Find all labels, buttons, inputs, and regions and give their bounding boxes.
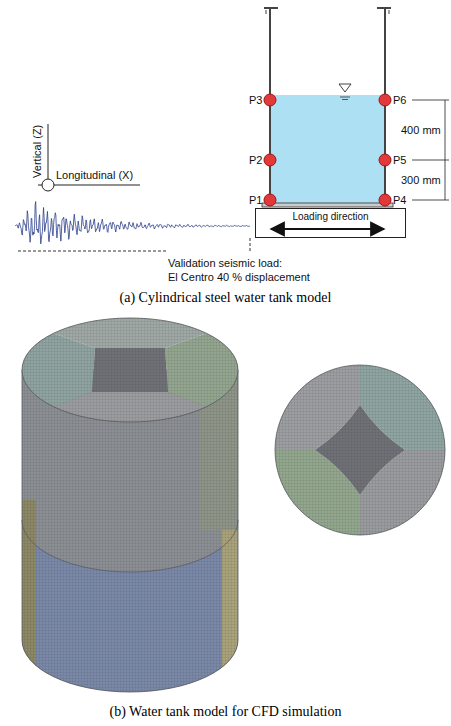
tank-wall <box>264 8 391 203</box>
axis-origin <box>42 179 54 191</box>
seismic-signal <box>15 202 250 244</box>
label: P6 <box>393 94 406 107</box>
top-view-mesh <box>275 365 445 535</box>
sensor <box>264 154 276 166</box>
water-level-symbol <box>342 99 348 100</box>
caption: (a) Cylindrical steel water tank model <box>120 290 332 306</box>
label: P4 <box>393 194 406 207</box>
label: P3 <box>249 94 262 107</box>
tank-rim <box>389 10 390 14</box>
dashed-line <box>18 251 168 252</box>
dimension-line <box>445 100 446 200</box>
top-face-mesh <box>22 318 238 422</box>
tank-rim <box>264 7 278 9</box>
sensor-group <box>264 94 391 206</box>
label: P5 <box>393 154 406 167</box>
sensor <box>264 94 276 106</box>
water-level-symbol <box>340 97 350 98</box>
tank-base <box>262 203 393 207</box>
sensor <box>379 94 391 106</box>
table-label: Loading direction <box>256 209 405 223</box>
caption: (b) Water tank model for CFD simulation <box>110 704 342 720</box>
label: El Centro 40 % displacement <box>168 271 310 284</box>
label: P2 <box>249 154 262 167</box>
dashed-leader <box>250 238 251 253</box>
tank-rim <box>377 7 391 9</box>
axis-symbol <box>38 124 140 191</box>
sensor <box>379 154 391 166</box>
label: Vertical (Z) <box>31 124 44 177</box>
tank-rim <box>266 10 267 14</box>
label: Longitudinal (X) <box>56 169 133 182</box>
vertical-axis <box>48 124 49 179</box>
double-arrow <box>271 228 384 230</box>
shake-table: Loading direction <box>255 208 406 238</box>
sensor <box>379 194 391 206</box>
cylinder-mesh <box>22 318 238 700</box>
label: Validation seismic load: <box>168 257 282 270</box>
extension-line <box>412 200 449 201</box>
signal-trace <box>15 202 250 244</box>
water-level-symbol <box>339 84 351 92</box>
label: 400 mm <box>401 124 441 137</box>
extension-line <box>412 100 449 101</box>
sensor <box>264 194 276 206</box>
label: P1 <box>249 194 262 207</box>
water <box>270 95 385 203</box>
extension-line <box>412 160 449 161</box>
view-mesh <box>275 365 445 535</box>
label: 300 mm <box>401 174 441 187</box>
